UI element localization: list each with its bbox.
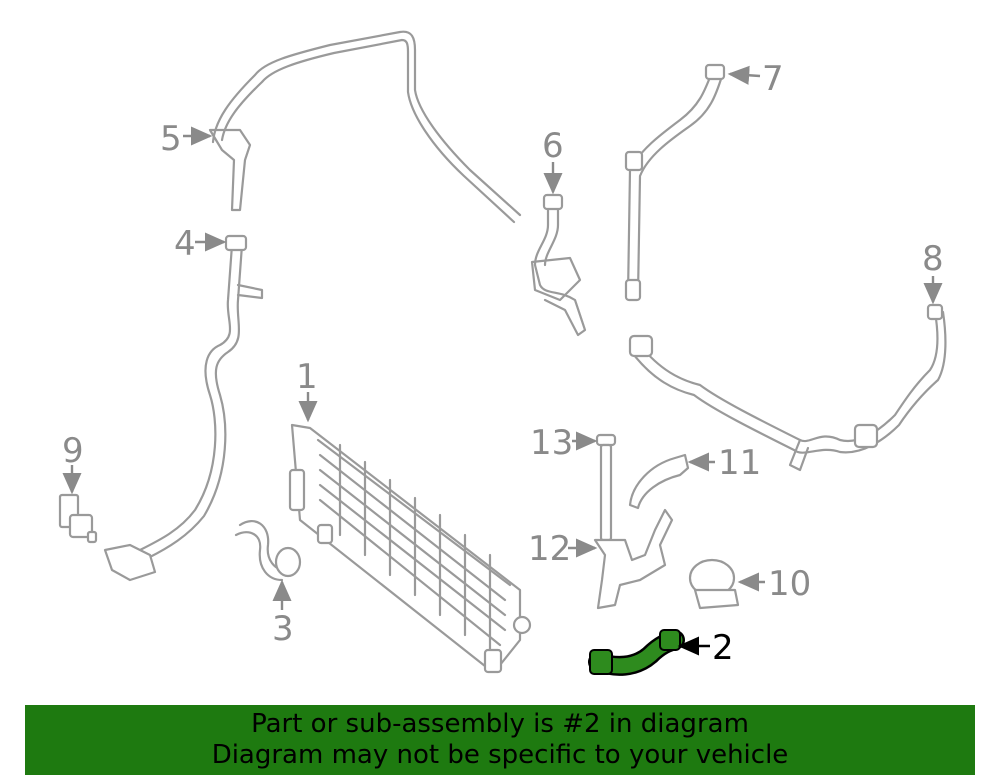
parts-diagram: 1 2 3 4 5 6 7 8 9 10 11 12 13 [58,30,947,676]
callout-10[interactable]: 10 [768,564,811,604]
callout-1[interactable]: 1 [296,357,318,397]
part-12-bracket [593,508,674,610]
callout-11[interactable]: 11 [718,443,761,483]
part-9-connector [58,493,98,544]
part-10-pump [688,558,740,610]
part-8-hose [628,303,947,472]
callout-arrows [62,65,943,656]
banner-line-2: Diagram may not be specific to your vehi… [211,740,789,770]
part-1-radiator [288,423,532,674]
part-13-bolt [595,433,617,542]
callout-2[interactable]: 2 [712,628,734,668]
part-3-hose [234,520,302,582]
callout-7[interactable]: 7 [762,59,784,99]
callout-6[interactable]: 6 [542,126,564,166]
callout-9[interactable]: 9 [62,431,84,471]
info-banner: Part or sub-assembly is #2 in diagram Di… [25,705,975,775]
part-7-hose [624,63,726,302]
callout-12[interactable]: 12 [528,529,571,569]
callout-13[interactable]: 13 [530,423,573,463]
part-6-hose [530,193,587,337]
part-2-hose[interactable] [588,629,685,676]
callout-4[interactable]: 4 [174,224,196,264]
callout-labels: 1 2 3 4 5 6 7 8 9 10 11 12 13 [62,59,944,668]
callout-8[interactable]: 8 [922,239,944,279]
part-11-bracket [628,453,690,510]
part-4-hose [103,234,264,582]
banner-line-1: Part or sub-assembly is #2 in diagram [251,709,749,739]
callout-3[interactable]: 3 [272,609,294,649]
callout-5[interactable]: 5 [160,119,182,159]
part-5-pipe [208,30,522,224]
